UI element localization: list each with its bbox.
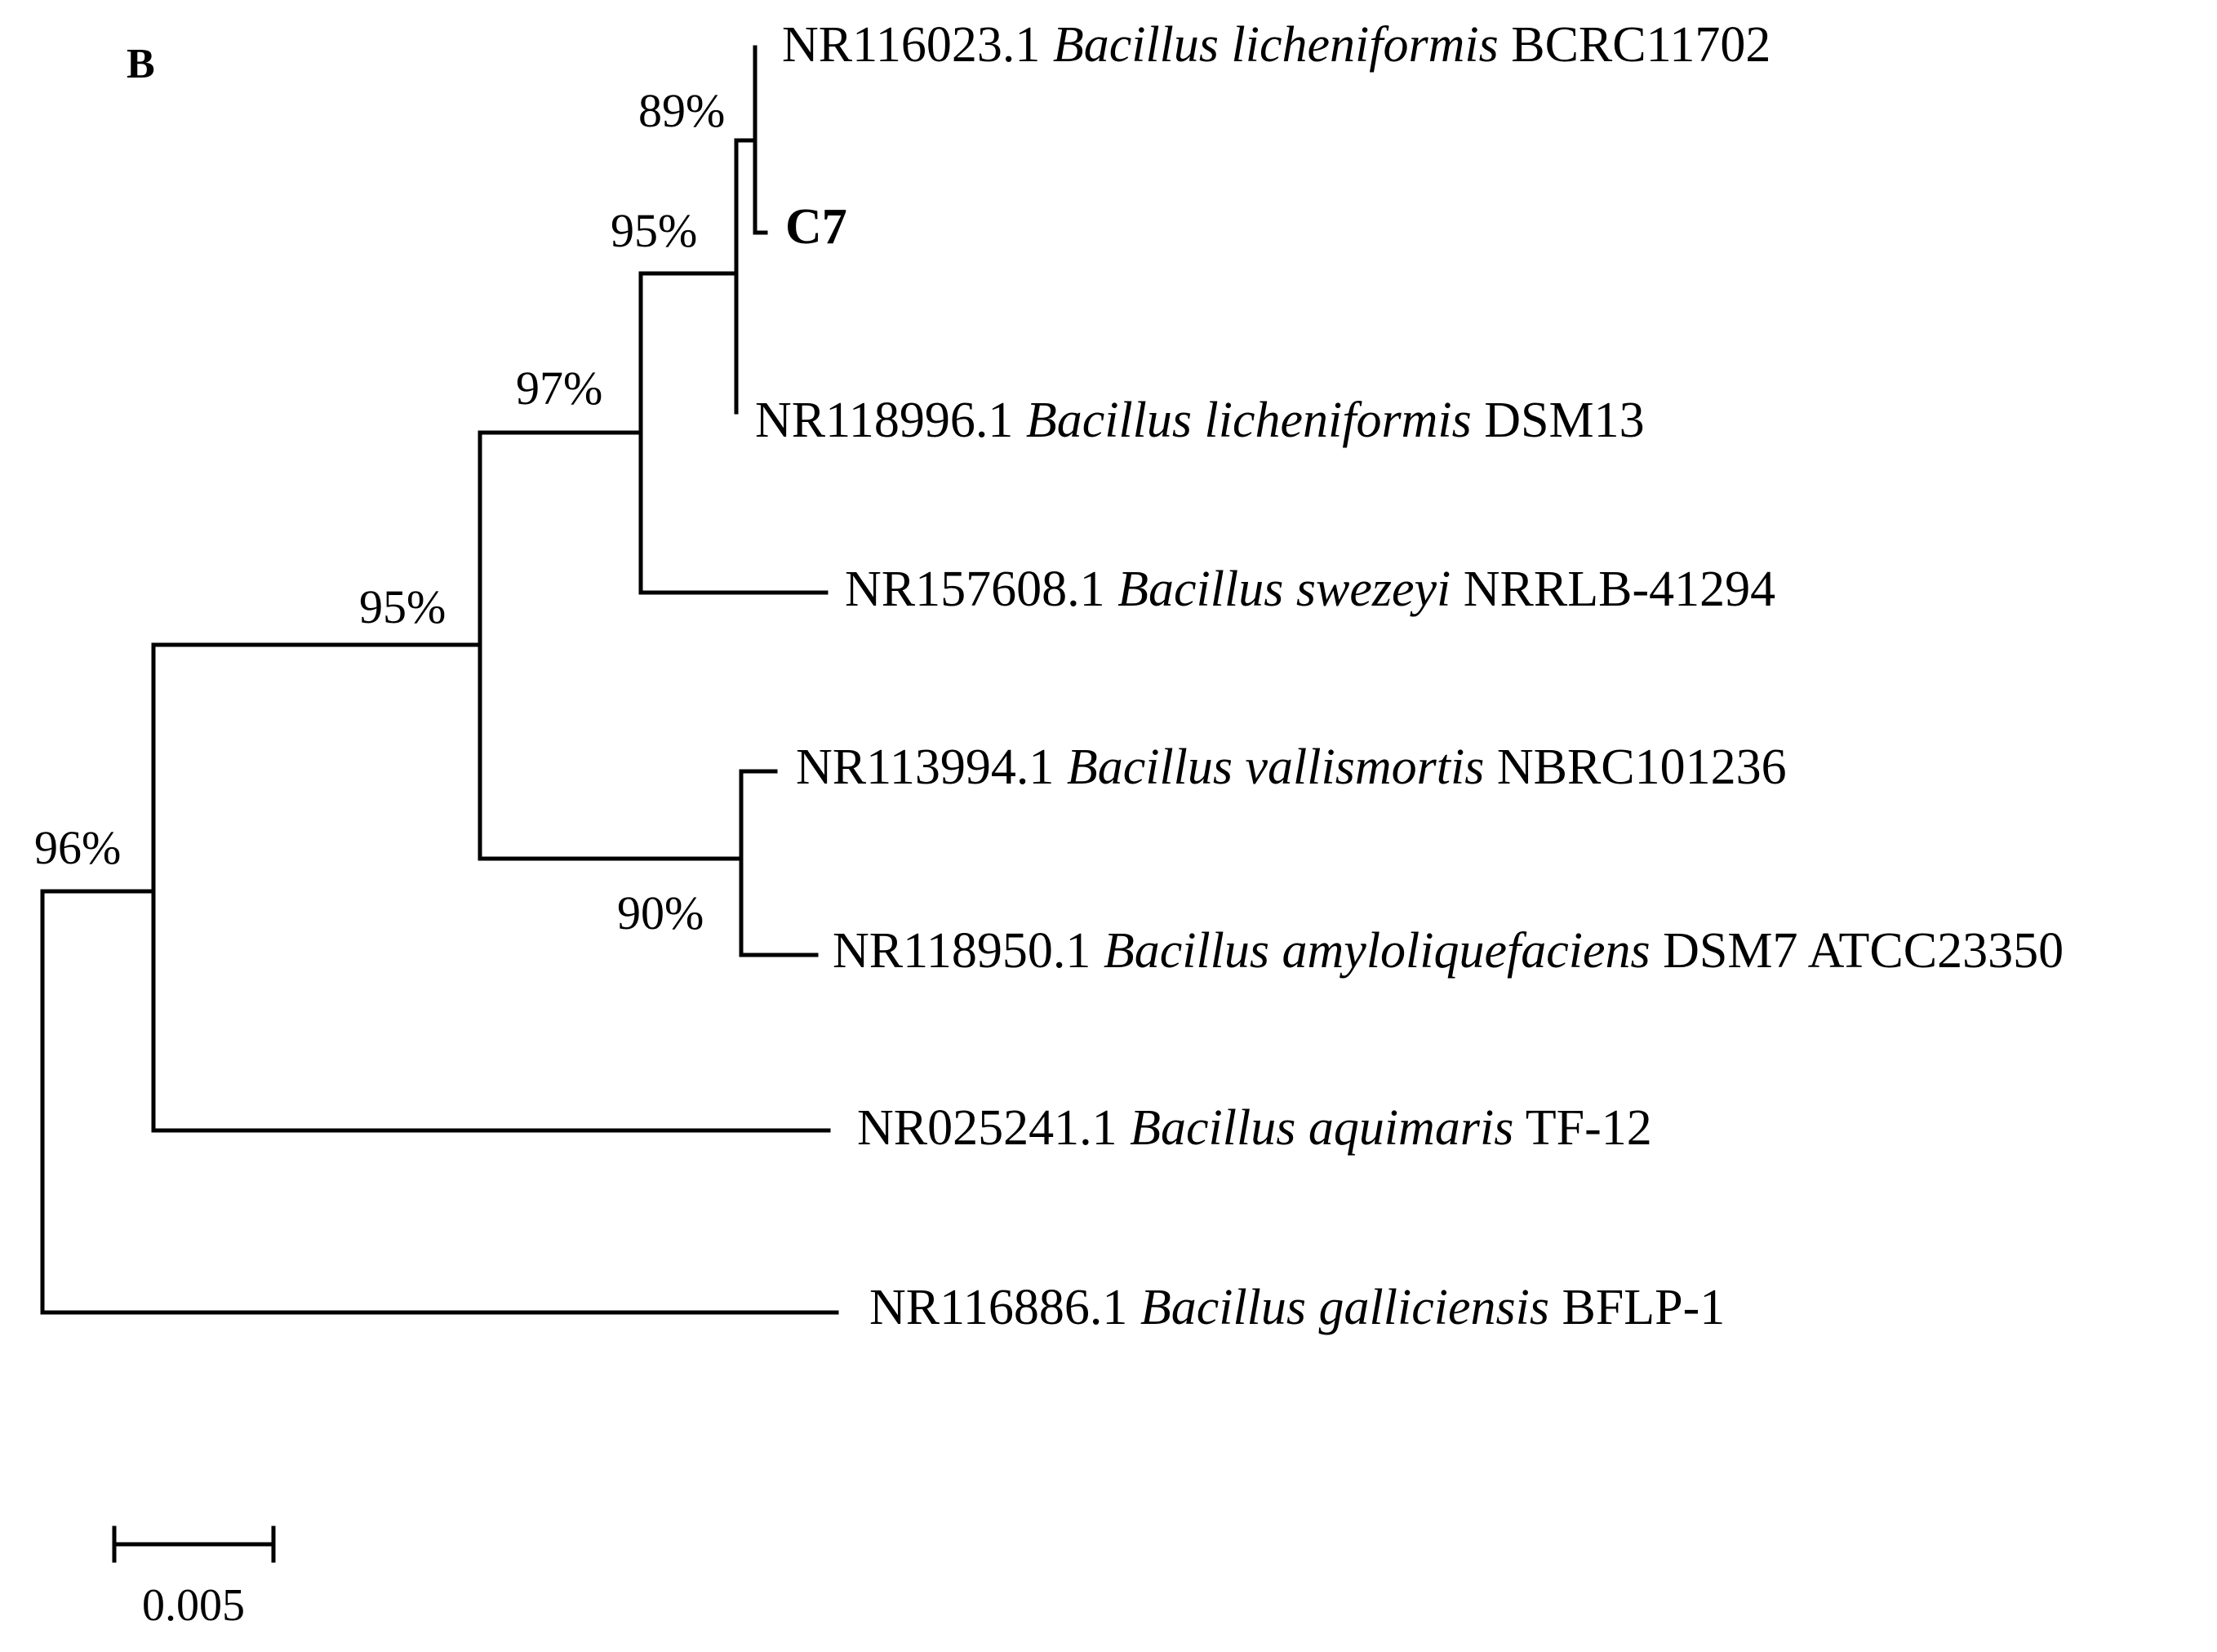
bootstrap-label: 95% (611, 204, 697, 257)
tree-branches (40, 45, 839, 1315)
panel-label: B (127, 41, 155, 87)
taxon-strain: BCRC11702 (1511, 17, 1770, 73)
taxon-strain: TF-12 (1526, 1100, 1652, 1156)
taxon-species: Bacillus vallismortis (1067, 739, 1485, 795)
taxon-label: NR118950.1 Bacillus amyloliquefaciens DS… (833, 923, 2064, 979)
taxon-strain: DSM7 ATCC23350 (1663, 923, 2064, 979)
taxon-label: NR157608.1 Bacillus swezeyi NRRLB-41294 (845, 562, 1775, 617)
taxon-species: Bacillus licheniformis (1026, 393, 1472, 448)
taxon-accession: NR113994.1 (796, 739, 1054, 795)
leaf-labels: NR116023.1 Bacillus licheniformis BCRC11… (755, 17, 2064, 1335)
bootstrap-label: 97% (516, 362, 602, 415)
bootstrap-label: 96% (34, 821, 121, 874)
taxon-strain: BFLP-1 (1562, 1280, 1725, 1335)
taxon-accession: NR116023.1 (782, 17, 1040, 73)
taxon-strain: NRRLB-41294 (1464, 562, 1775, 617)
taxon-label-c7: C7 (785, 199, 847, 255)
taxon-label: NR113994.1 Bacillus vallismortis NBRC101… (796, 739, 1787, 795)
taxon-accession: NR118996.1 (755, 393, 1013, 448)
bootstrap-label: 95% (359, 580, 446, 633)
bootstrap-label: 89% (638, 84, 725, 137)
bootstrap-values: 89% 95% 97% 95% 90% 96% (34, 84, 725, 939)
taxon-strain: DSM13 (1484, 393, 1644, 448)
taxon-accession: NR025241.1 (857, 1100, 1117, 1156)
taxon-species: Bacillus galliciensis (1140, 1280, 1549, 1335)
taxon-label: NR118996.1 Bacillus licheniformis DSM13 (755, 393, 1645, 448)
taxon-label: NR025241.1 Bacillus aquimaris TF-12 (857, 1100, 1652, 1156)
scale-bar-label: 0.005 (142, 1580, 245, 1631)
taxon-species: Bacillus aquimaris (1130, 1100, 1513, 1156)
taxon-species: Bacillus swezeyi (1117, 562, 1451, 617)
taxon-label: NR116886.1 Bacillus galliciensis BFLP-1 (869, 1280, 1725, 1335)
taxon-accession: NR118950.1 (833, 923, 1091, 979)
taxon-label: NR116023.1 Bacillus licheniformis BCRC11… (782, 17, 1770, 73)
taxon-strain: C7 (785, 199, 847, 255)
taxon-strain: NBRC101236 (1497, 739, 1787, 795)
taxon-species: Bacillus licheniformis (1053, 17, 1499, 73)
taxon-accession: NR116886.1 (869, 1280, 1127, 1335)
taxon-species: Bacillus amyloliquefaciens (1104, 923, 1651, 979)
taxon-accession: NR157608.1 (845, 562, 1105, 617)
scale-bar: 0.005 (112, 1525, 276, 1631)
bootstrap-label: 90% (617, 886, 704, 939)
